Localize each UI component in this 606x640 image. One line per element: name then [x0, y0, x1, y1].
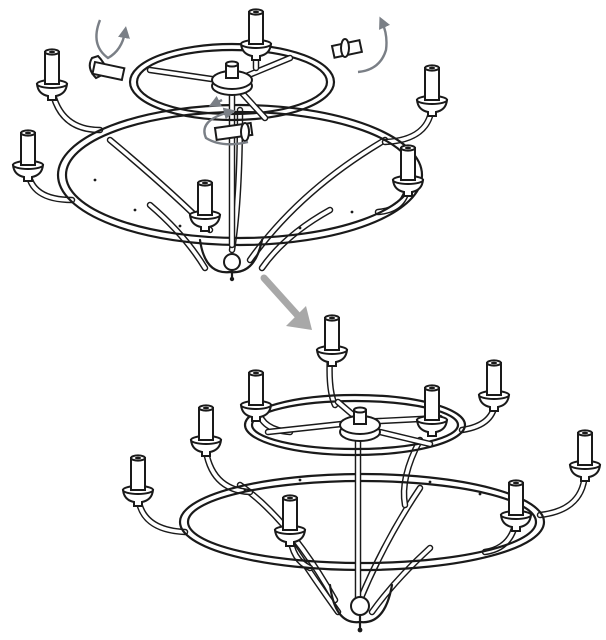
rotate-arrow-right [357, 16, 390, 74]
detached-socket-left [88, 54, 126, 82]
after-bottom-finial [328, 583, 394, 633]
after-large-ring [178, 472, 546, 572]
step-after-illustration [122, 314, 601, 633]
lower-ring-arms [106, 106, 389, 272]
rotate-arrow-left [95, 19, 130, 60]
bottom-finial [198, 238, 264, 282]
rotate-arrow-center [203, 107, 249, 146]
center-hub [211, 60, 253, 96]
detached-socket-front [213, 121, 254, 142]
after-center-hub [339, 406, 381, 442]
step-before-illustration [12, 8, 448, 282]
detached-socket-right [330, 38, 364, 59]
transition-arrow [260, 274, 312, 330]
after-lower-ring-arms [236, 436, 434, 616]
rotation-arrows [95, 16, 390, 146]
